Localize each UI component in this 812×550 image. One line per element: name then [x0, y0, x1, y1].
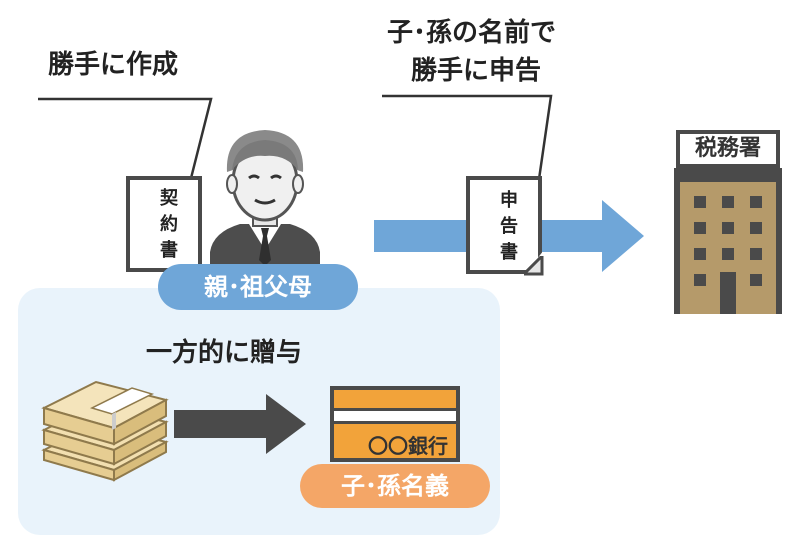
bank-book-stripe — [334, 408, 456, 424]
right-callout-text-line2: 勝手に申告 — [411, 56, 542, 86]
left-callout-line — [38, 97, 213, 199]
tax-office-building-icon — [674, 168, 782, 314]
child-account-label: 子･孫名義 — [300, 464, 490, 508]
parent-person-icon — [210, 130, 320, 270]
bank-book-icon: 〇〇銀行 — [330, 386, 460, 462]
parent-label: 親･祖父母 — [158, 264, 358, 310]
money-stack-icon — [41, 380, 169, 482]
declaration-document: 申告書 — [466, 176, 542, 274]
contract-label: 契約書 — [157, 188, 178, 266]
contract-document: 契約書 — [126, 176, 202, 272]
declaration-label: 申告書 — [497, 190, 518, 268]
bank-name: 〇〇銀行 — [368, 434, 448, 458]
gift-arrow — [174, 394, 306, 454]
declaration-fold-icon — [524, 256, 544, 276]
right-callout-text-line1: 子･孫の名前で — [387, 18, 557, 48]
tax-office-label: 税務署 — [676, 130, 780, 168]
right-callout-line — [382, 94, 553, 201]
left-callout-text: 勝手に作成 — [48, 50, 179, 80]
gift-label: 一方的に贈与 — [146, 338, 303, 368]
